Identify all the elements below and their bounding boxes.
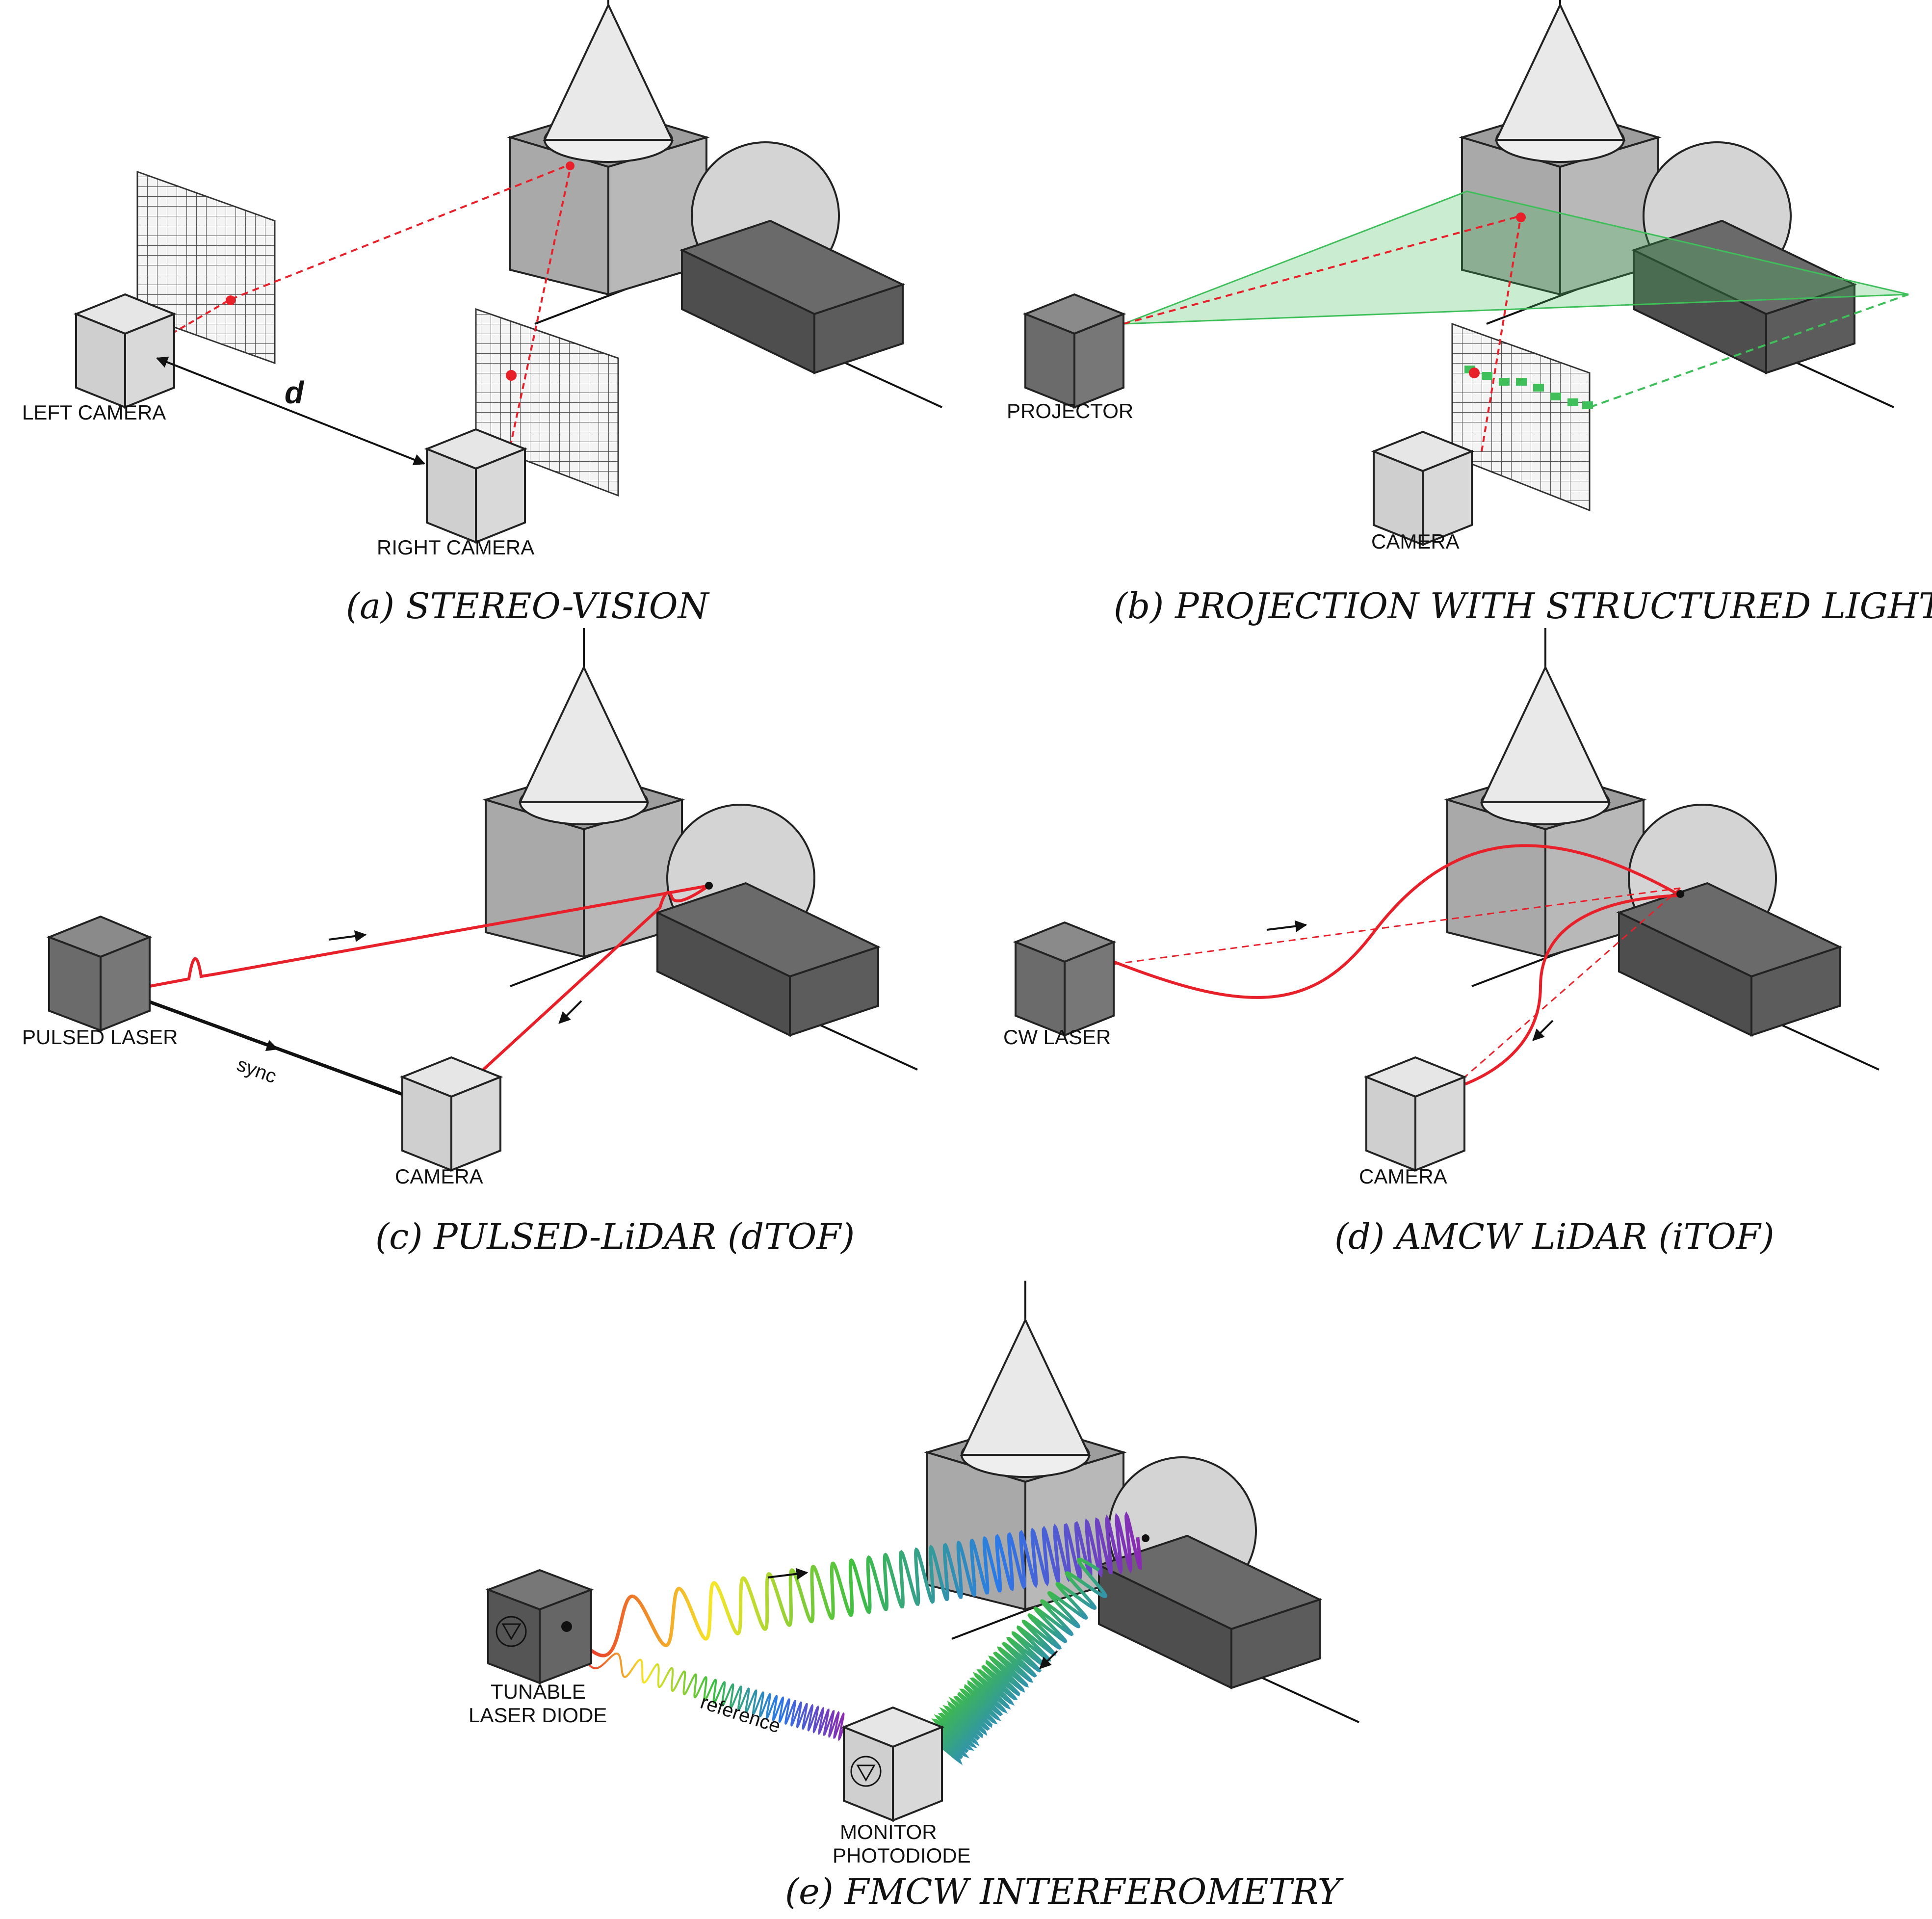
right-image-point xyxy=(506,370,517,381)
panel-c-pulsed-lidar: sync PULSED LASER CAMERA (c) PULSED-LiDA… xyxy=(22,627,918,1257)
out-arrow xyxy=(328,930,367,942)
scene-objects xyxy=(485,627,918,1071)
camera-label: CAMERA xyxy=(1371,530,1460,553)
projection-plane xyxy=(1123,190,1909,325)
out-arrow xyxy=(1266,920,1307,932)
caption-d: (d) AMCW LiDAR (iTOF) xyxy=(1334,1216,1775,1257)
projector-ray xyxy=(1123,215,1521,325)
panel-b-structured-light: PROJECTOR CAMERA (b) PROJECTION WITH STR… xyxy=(1007,0,1932,627)
panel-d-amcw-lidar: CW LASER CAMERA (d) AMCW LiDAR (iTOF) xyxy=(1003,627,1880,1257)
modulated-wave-out xyxy=(1113,844,1681,999)
monitor-label-1: MONITOR xyxy=(840,1820,937,1843)
chirp-wave-out xyxy=(568,1511,1142,1657)
projection-edge xyxy=(1589,293,1909,408)
sync-arrow xyxy=(245,1037,279,1052)
caption-b: (b) PROJECTION WITH STRUCTURED LIGHT xyxy=(1114,585,1932,627)
scene-objects xyxy=(1461,0,1895,408)
camera-label: CAMERA xyxy=(395,1165,483,1188)
hit-point xyxy=(1142,1534,1149,1542)
sync-label: sync xyxy=(234,1053,279,1087)
return-arrow xyxy=(1532,1020,1554,1041)
out-arrow xyxy=(767,1568,809,1580)
laser-aperture xyxy=(561,1621,572,1632)
scene-objects xyxy=(1446,627,1880,1071)
tunable-laser-label-2: LASER DIODE xyxy=(469,1704,607,1727)
reference-ray-back xyxy=(1462,887,1681,1080)
tunable-laser-device xyxy=(485,1569,594,1684)
diode-symbol-icon xyxy=(496,1616,527,1647)
monitor-label-2: PHOTODIODE xyxy=(833,1844,971,1867)
caption-e: (e) FMCW INTERFEROMETRY xyxy=(785,1871,1344,1912)
photodiode-symbol-icon xyxy=(850,1756,882,1787)
chirp-wave-return xyxy=(925,1557,1107,1765)
scene-objects xyxy=(926,1280,1360,1723)
baseline-arrow xyxy=(156,356,426,466)
return-arrow xyxy=(558,1000,582,1024)
reference-ray-out xyxy=(1113,887,1681,965)
projector-label: PROJECTOR xyxy=(1007,399,1133,422)
camera-image-plane xyxy=(1451,322,1591,512)
tunable-laser-label-1: TUNABLE xyxy=(491,1680,586,1703)
camera-device xyxy=(1371,430,1475,546)
camera-image-point xyxy=(1469,368,1480,378)
caption-a: (a) STEREO-VISION xyxy=(346,585,710,627)
right-camera-label: RIGHT CAMERA xyxy=(377,536,534,559)
projector-device xyxy=(1022,293,1126,409)
scene-point xyxy=(1516,212,1526,222)
cw-laser-device xyxy=(1013,921,1117,1037)
left-camera xyxy=(73,293,177,409)
return-pulse xyxy=(482,884,710,1071)
right-camera xyxy=(424,428,528,544)
monitor-photodiode-device xyxy=(841,1706,945,1822)
caption-c: (c) PULSED-LiDAR (dTOF) xyxy=(375,1216,855,1257)
camera-ray xyxy=(1481,215,1522,452)
pulsed-laser-label: PULSED LASER xyxy=(22,1025,178,1049)
camera-device xyxy=(1363,1056,1467,1172)
chirp-wave-reference xyxy=(578,1653,845,1741)
panel-e-fmcw: reference TUNABLE LASER DIODE MONITOR PH… xyxy=(469,1280,1360,1912)
scene-point xyxy=(566,161,574,170)
left-camera-label: LEFT CAMERA xyxy=(22,401,166,424)
left-ray-far xyxy=(230,166,565,300)
pulsed-laser-device xyxy=(46,915,153,1032)
outgoing-pulse xyxy=(149,884,709,988)
baseline-label: d xyxy=(285,375,305,410)
modulated-wave-return xyxy=(1463,894,1681,1086)
hit-point xyxy=(705,882,713,890)
camera-label: CAMERA xyxy=(1359,1165,1447,1188)
camera-device xyxy=(399,1056,503,1172)
left-image-point xyxy=(226,295,235,305)
pattern-dots xyxy=(1464,366,1593,409)
hit-point xyxy=(1676,890,1684,898)
cw-laser-label: CW LASER xyxy=(1003,1025,1111,1049)
left-ray xyxy=(171,298,232,335)
panel-a-stereo-vision: d LEFT CAMERA RIGHT CAMERA (a) STEREO-VI… xyxy=(22,0,943,627)
return-arrow xyxy=(1039,1650,1058,1669)
